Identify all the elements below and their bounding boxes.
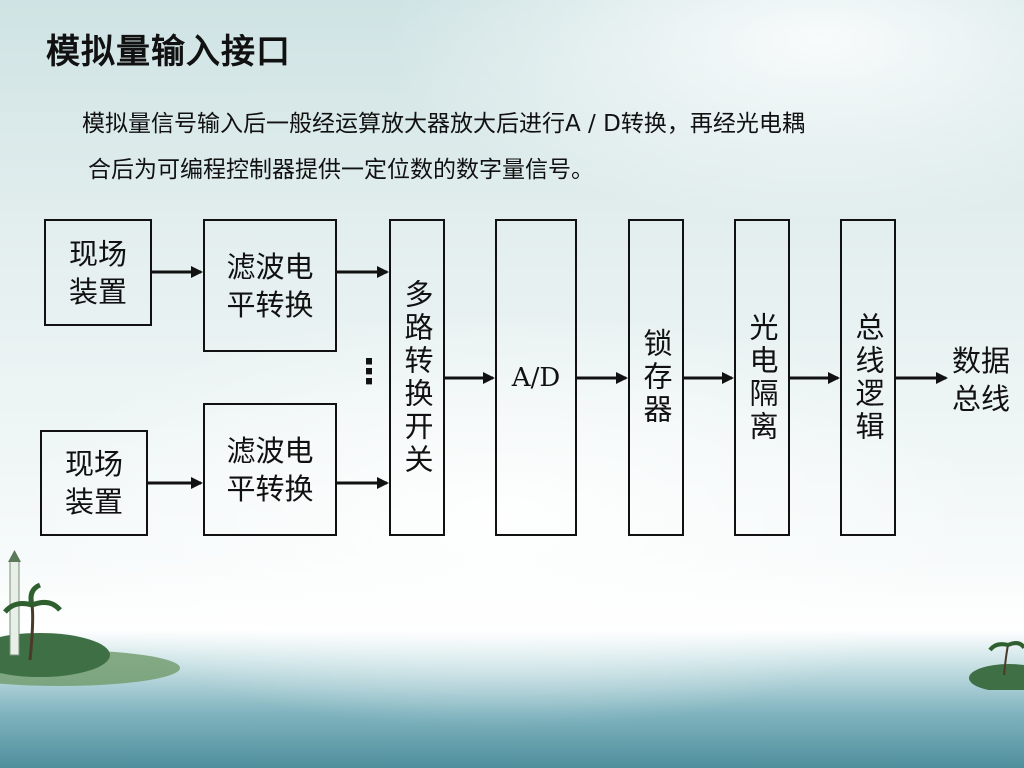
opto-isolation-box: 光电隔离 [734,219,790,536]
left-island-decoration [0,550,180,686]
filter-level-convert-box-2: 滤波电 平转换 [203,403,337,536]
description-line-2: 合后为可编程控制器提供一定位数的数字量信号。 [88,157,594,183]
slide-title: 模拟量输入接口 [46,32,291,72]
multiplexer-switch-box: 多路转换开关 [389,219,445,536]
latch-box: 锁存器 [628,219,684,536]
field-device-box-2: 现场 装置 [40,430,148,536]
right-island-decoration [969,641,1024,690]
data-bus-label: 数据 总线 [952,344,1011,416]
bus-logic-box: 总线逻辑 [840,219,896,536]
filter-level-convert-box-1: 滤波电 平转换 [203,219,337,352]
ad-converter-box: A/D [495,219,577,536]
field-device-box-1: 现场 装置 [44,219,152,326]
description-line-1: 模拟量信号输入后一般经运算放大器放大后进行A / D转换，再经光电耦 [82,111,805,137]
ellipsis-dots: ⋮ [352,352,386,392]
